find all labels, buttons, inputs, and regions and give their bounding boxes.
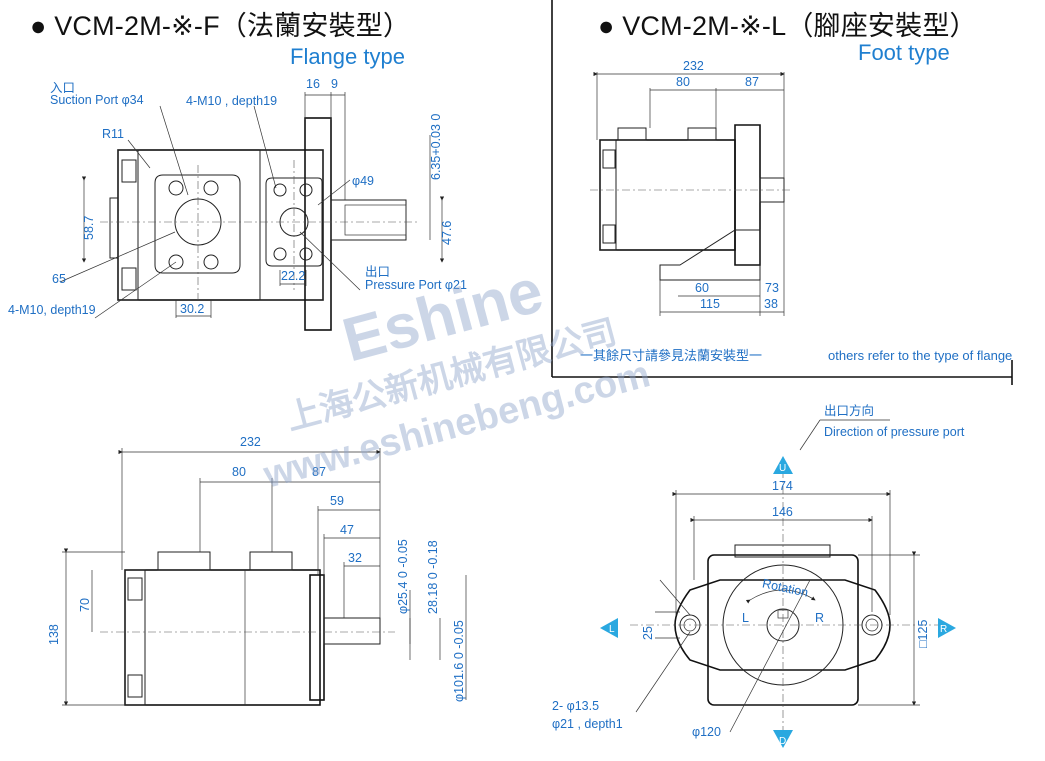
foot-dim-60: 60 bbox=[695, 281, 709, 295]
foot-dim-80: 80 bbox=[676, 75, 690, 89]
foot-dim-87: 87 bbox=[745, 75, 759, 89]
pressure-port-cn: 出口 bbox=[365, 265, 390, 279]
hole-label-2: φ21 , depth1 bbox=[552, 717, 623, 731]
direction-cn: 出口方向 bbox=[824, 403, 874, 418]
foot-view: 232 80 87 60 73 115 38 一其餘尺寸請參見法蘭安裝型一 ot… bbox=[580, 59, 1012, 363]
dim-47-6: 47.6 bbox=[440, 221, 454, 245]
dim-58-7: 58.7 bbox=[82, 216, 96, 240]
flange-view: 16 9 58.7 6.35+0.03 0 47.6 30.2 22.2 入口 … bbox=[8, 77, 467, 331]
suction-port-en: Suction Port φ34 bbox=[50, 93, 144, 107]
foot-dim-232: 232 bbox=[683, 59, 704, 73]
side-dim-87: 87 bbox=[312, 465, 326, 479]
foot-title: ● VCM-2M-※-L（腳座安裝型） bbox=[598, 11, 977, 41]
dim-9: 9 bbox=[331, 77, 338, 91]
dim-16: 16 bbox=[306, 77, 320, 91]
pressure-port-en: Pressure Port φ21 bbox=[365, 278, 467, 292]
front-sq-125: □125 bbox=[916, 620, 930, 648]
m10-bottom-label: 4-M10, depth19 bbox=[8, 303, 96, 317]
side-dim-32: 32 bbox=[348, 551, 362, 565]
phi-120: φ120 bbox=[692, 725, 721, 739]
dir-r: R bbox=[940, 624, 947, 635]
front-dim-146: 146 bbox=[772, 505, 793, 519]
side-dim-47: 47 bbox=[340, 523, 354, 537]
dir-u: U bbox=[779, 463, 786, 474]
foot-note-en: others refer to the type of flange bbox=[828, 348, 1012, 363]
side-dim-59: 59 bbox=[330, 494, 344, 508]
foot-note-cn: 一其餘尺寸請參見法蘭安裝型一 bbox=[580, 348, 762, 363]
dim-65: 65 bbox=[52, 272, 66, 286]
direction-en: Direction of pressure port bbox=[824, 425, 965, 439]
rotation-l: L bbox=[742, 611, 749, 625]
dir-d: D bbox=[779, 736, 786, 747]
side-dim-80: 80 bbox=[232, 465, 246, 479]
side-view: 232 80 87 59 47 32 138 70 φ25.4 0 -0.05 … bbox=[47, 435, 467, 706]
side-dim-70: 70 bbox=[78, 598, 92, 612]
radius-r11: R11 bbox=[102, 127, 124, 141]
foot-dim-73: 73 bbox=[765, 281, 779, 295]
suction-port-cn: 入口 bbox=[50, 81, 75, 95]
flange-subtitle: Flange type bbox=[290, 44, 405, 69]
dim-30-2: 30.2 bbox=[180, 302, 204, 316]
m10-top-label: 4-M10 , depth19 bbox=[186, 94, 277, 108]
foot-dim-115: 115 bbox=[700, 297, 720, 311]
foot-dim-38: 38 bbox=[764, 297, 778, 311]
side-phi-25-4: φ25.4 0 -0.05 bbox=[396, 539, 410, 614]
side-dim-28-18: 28.18 0 -0.18 bbox=[426, 540, 440, 614]
side-phi-101-6: φ101.6 0 -0.05 bbox=[452, 620, 466, 702]
front-dim-174: 174 bbox=[772, 479, 793, 493]
side-dim-138: 138 bbox=[47, 624, 61, 645]
front-view: U D L R 174 146 25 □125 出口方向 Direction o… bbox=[552, 403, 965, 748]
hole-label-1: 2- φ13.5 bbox=[552, 699, 599, 713]
side-dim-232: 232 bbox=[240, 435, 261, 449]
dir-l: L bbox=[609, 624, 615, 635]
foot-subtitle: Foot type bbox=[858, 40, 950, 65]
phi-49: φ49 bbox=[352, 174, 374, 188]
flange-title: ● VCM-2M-※-F（法蘭安裝型） bbox=[30, 11, 411, 41]
rotation-r: R bbox=[815, 611, 824, 625]
front-dim-25: 25 bbox=[641, 626, 655, 640]
watermark: Eshine 上海公新机械有限公司 www.eshinebeng.com bbox=[258, 256, 654, 497]
dim-6-35: 6.35+0.03 0 bbox=[429, 114, 443, 180]
dim-22-2: 22.2 bbox=[281, 269, 305, 283]
foot-frame bbox=[551, 0, 1013, 385]
